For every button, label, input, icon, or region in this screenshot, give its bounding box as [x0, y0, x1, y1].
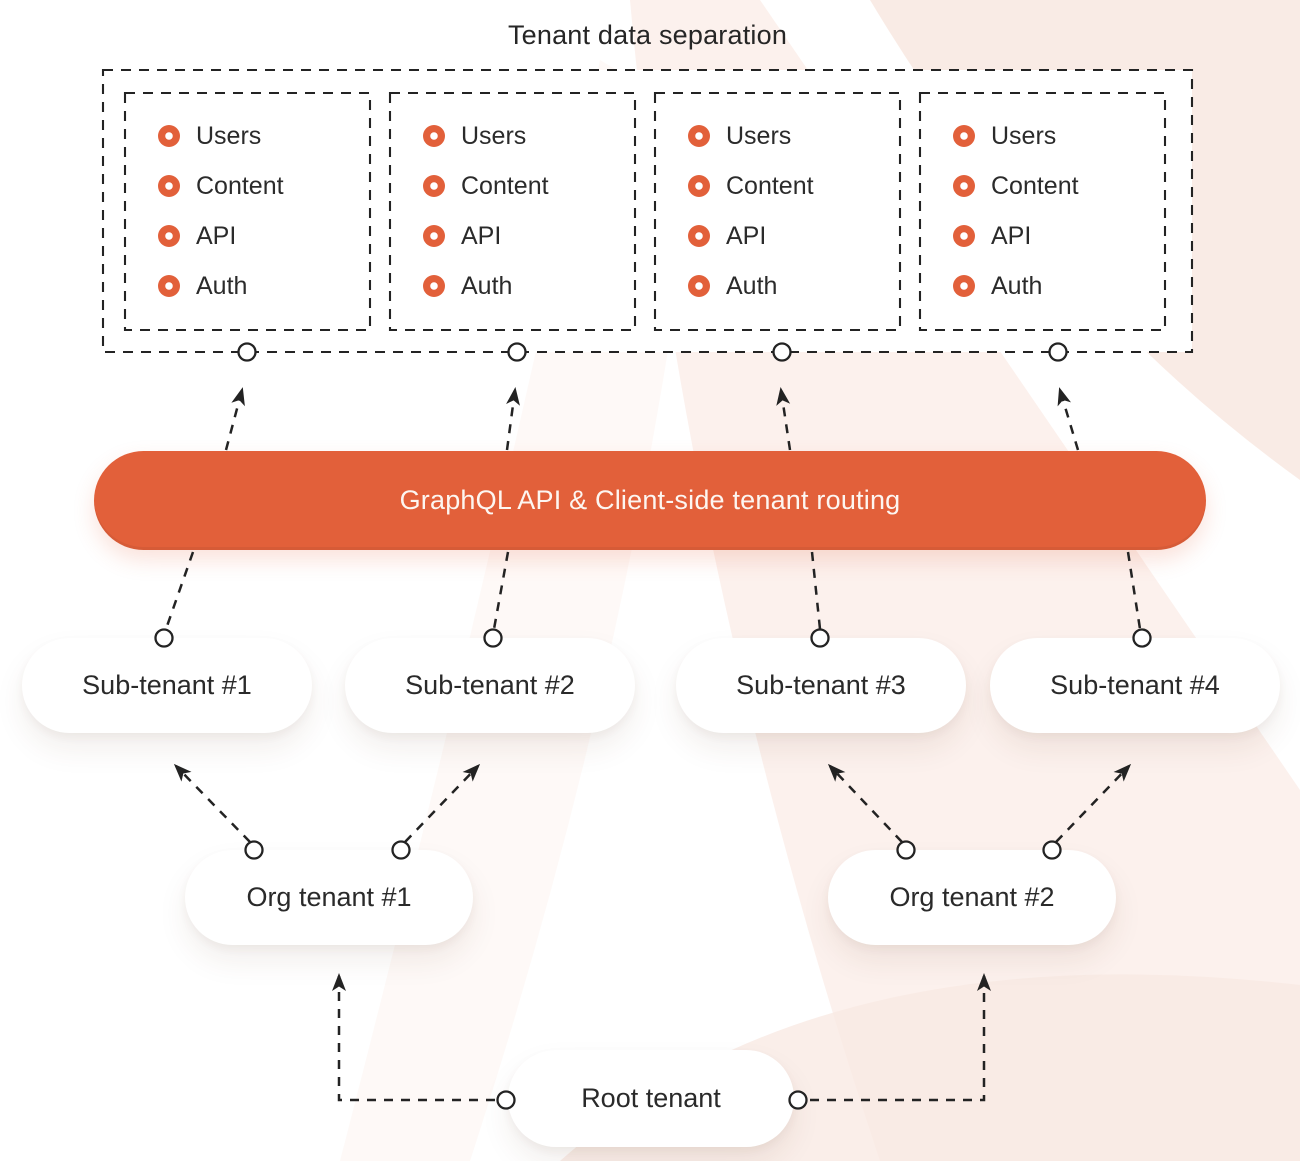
bullet-icon — [953, 225, 975, 247]
bullet-icon — [423, 225, 445, 247]
item-label: API — [991, 222, 1032, 250]
api-routing-bar: GraphQL API & Client-side tenant routing — [94, 451, 1206, 550]
item-label: Auth — [196, 272, 248, 300]
item-label: Auth — [991, 272, 1043, 300]
bullet-icon — [688, 225, 710, 247]
sub-tenant-label: Sub-tenant #2 — [405, 670, 575, 700]
tenant-box-3: Users Content API Auth — [655, 93, 900, 330]
sub-tenant-label: Sub-tenant #3 — [736, 670, 906, 700]
item-label: Users — [726, 122, 792, 150]
tenant-item: Content — [423, 173, 635, 199]
tenant-box-4: Users Content API Auth — [920, 93, 1165, 330]
bullet-icon — [688, 125, 710, 147]
tenant-item: API — [158, 223, 370, 249]
bullet-icon — [423, 125, 445, 147]
root-tenant-pill: Root tenant — [508, 1050, 794, 1147]
sub-tenant-pill-3: Sub-tenant #3 — [676, 638, 966, 733]
sub-tenant-pill-1: Sub-tenant #1 — [22, 638, 312, 733]
tenant-item: Auth — [953, 273, 1165, 299]
tenant-item: Auth — [158, 273, 370, 299]
tenant-box-1: Users Content API Auth — [125, 93, 370, 330]
org-tenant-pill-1: Org tenant #1 — [185, 850, 473, 945]
bullet-icon — [953, 125, 975, 147]
bullet-icon — [953, 175, 975, 197]
bullet-icon — [423, 175, 445, 197]
item-label: API — [461, 222, 502, 250]
root-tenant-label: Root tenant — [581, 1083, 721, 1113]
tenant-item: Auth — [423, 273, 635, 299]
item-label: Users — [991, 122, 1057, 150]
diagram-title: Tenant data separation — [507, 20, 788, 50]
bullet-icon — [158, 175, 180, 197]
item-label: Content — [196, 172, 284, 200]
bullet-icon — [953, 275, 975, 297]
tenant-item: Users — [688, 123, 900, 149]
bullet-icon — [688, 175, 710, 197]
item-label: API — [196, 222, 237, 250]
tenant-item: Users — [423, 123, 635, 149]
tenant-item: Content — [953, 173, 1165, 199]
tenant-item: Users — [953, 123, 1165, 149]
bullet-icon — [158, 225, 180, 247]
item-label: Auth — [461, 272, 513, 300]
item-label: Auth — [726, 272, 778, 300]
item-label: Users — [196, 122, 262, 150]
sub-tenant-label: Sub-tenant #1 — [82, 670, 252, 700]
tenant-item: Content — [158, 173, 370, 199]
tenant-item: Auth — [688, 273, 900, 299]
bullet-icon — [158, 275, 180, 297]
item-label: Content — [726, 172, 814, 200]
item-label: API — [726, 222, 767, 250]
tenant-box-2: Users Content API Auth — [390, 93, 635, 330]
org-tenant-label: Org tenant #1 — [246, 882, 412, 912]
bullet-icon — [423, 275, 445, 297]
item-label: Content — [991, 172, 1079, 200]
bullet-icon — [158, 125, 180, 147]
org-tenant-pill-2: Org tenant #2 — [828, 850, 1116, 945]
sub-tenant-label: Sub-tenant #4 — [1050, 670, 1220, 700]
api-routing-bar-label: GraphQL API & Client-side tenant routing — [399, 485, 901, 515]
tenant-item: API — [423, 223, 635, 249]
sub-tenant-pill-4: Sub-tenant #4 — [990, 638, 1280, 733]
bullet-icon — [688, 275, 710, 297]
tenant-item: API — [953, 223, 1165, 249]
item-label: Users — [461, 122, 527, 150]
item-label: Content — [461, 172, 549, 200]
tenant-item: Users — [158, 123, 370, 149]
org-tenant-label: Org tenant #2 — [889, 882, 1055, 912]
tenant-item: Content — [688, 173, 900, 199]
tenant-item: API — [688, 223, 900, 249]
sub-tenant-pill-2: Sub-tenant #2 — [345, 638, 635, 733]
